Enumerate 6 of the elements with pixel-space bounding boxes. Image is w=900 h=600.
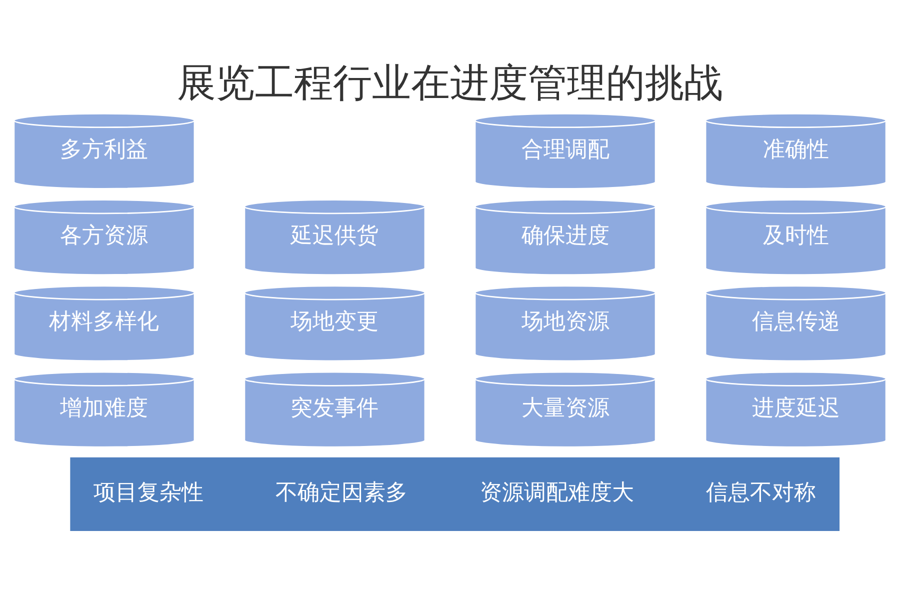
cluster [70, 456, 840, 531]
node-text: 项目复杂性 [94, 479, 204, 506]
diagram-title: 展览工程行业在进度管理的挑战 [177, 60, 723, 106]
node-text: 不确定因素多 [276, 479, 408, 506]
node-text: 信息不对称 [706, 479, 816, 506]
node-text: 资源调配难度大 [480, 479, 634, 506]
